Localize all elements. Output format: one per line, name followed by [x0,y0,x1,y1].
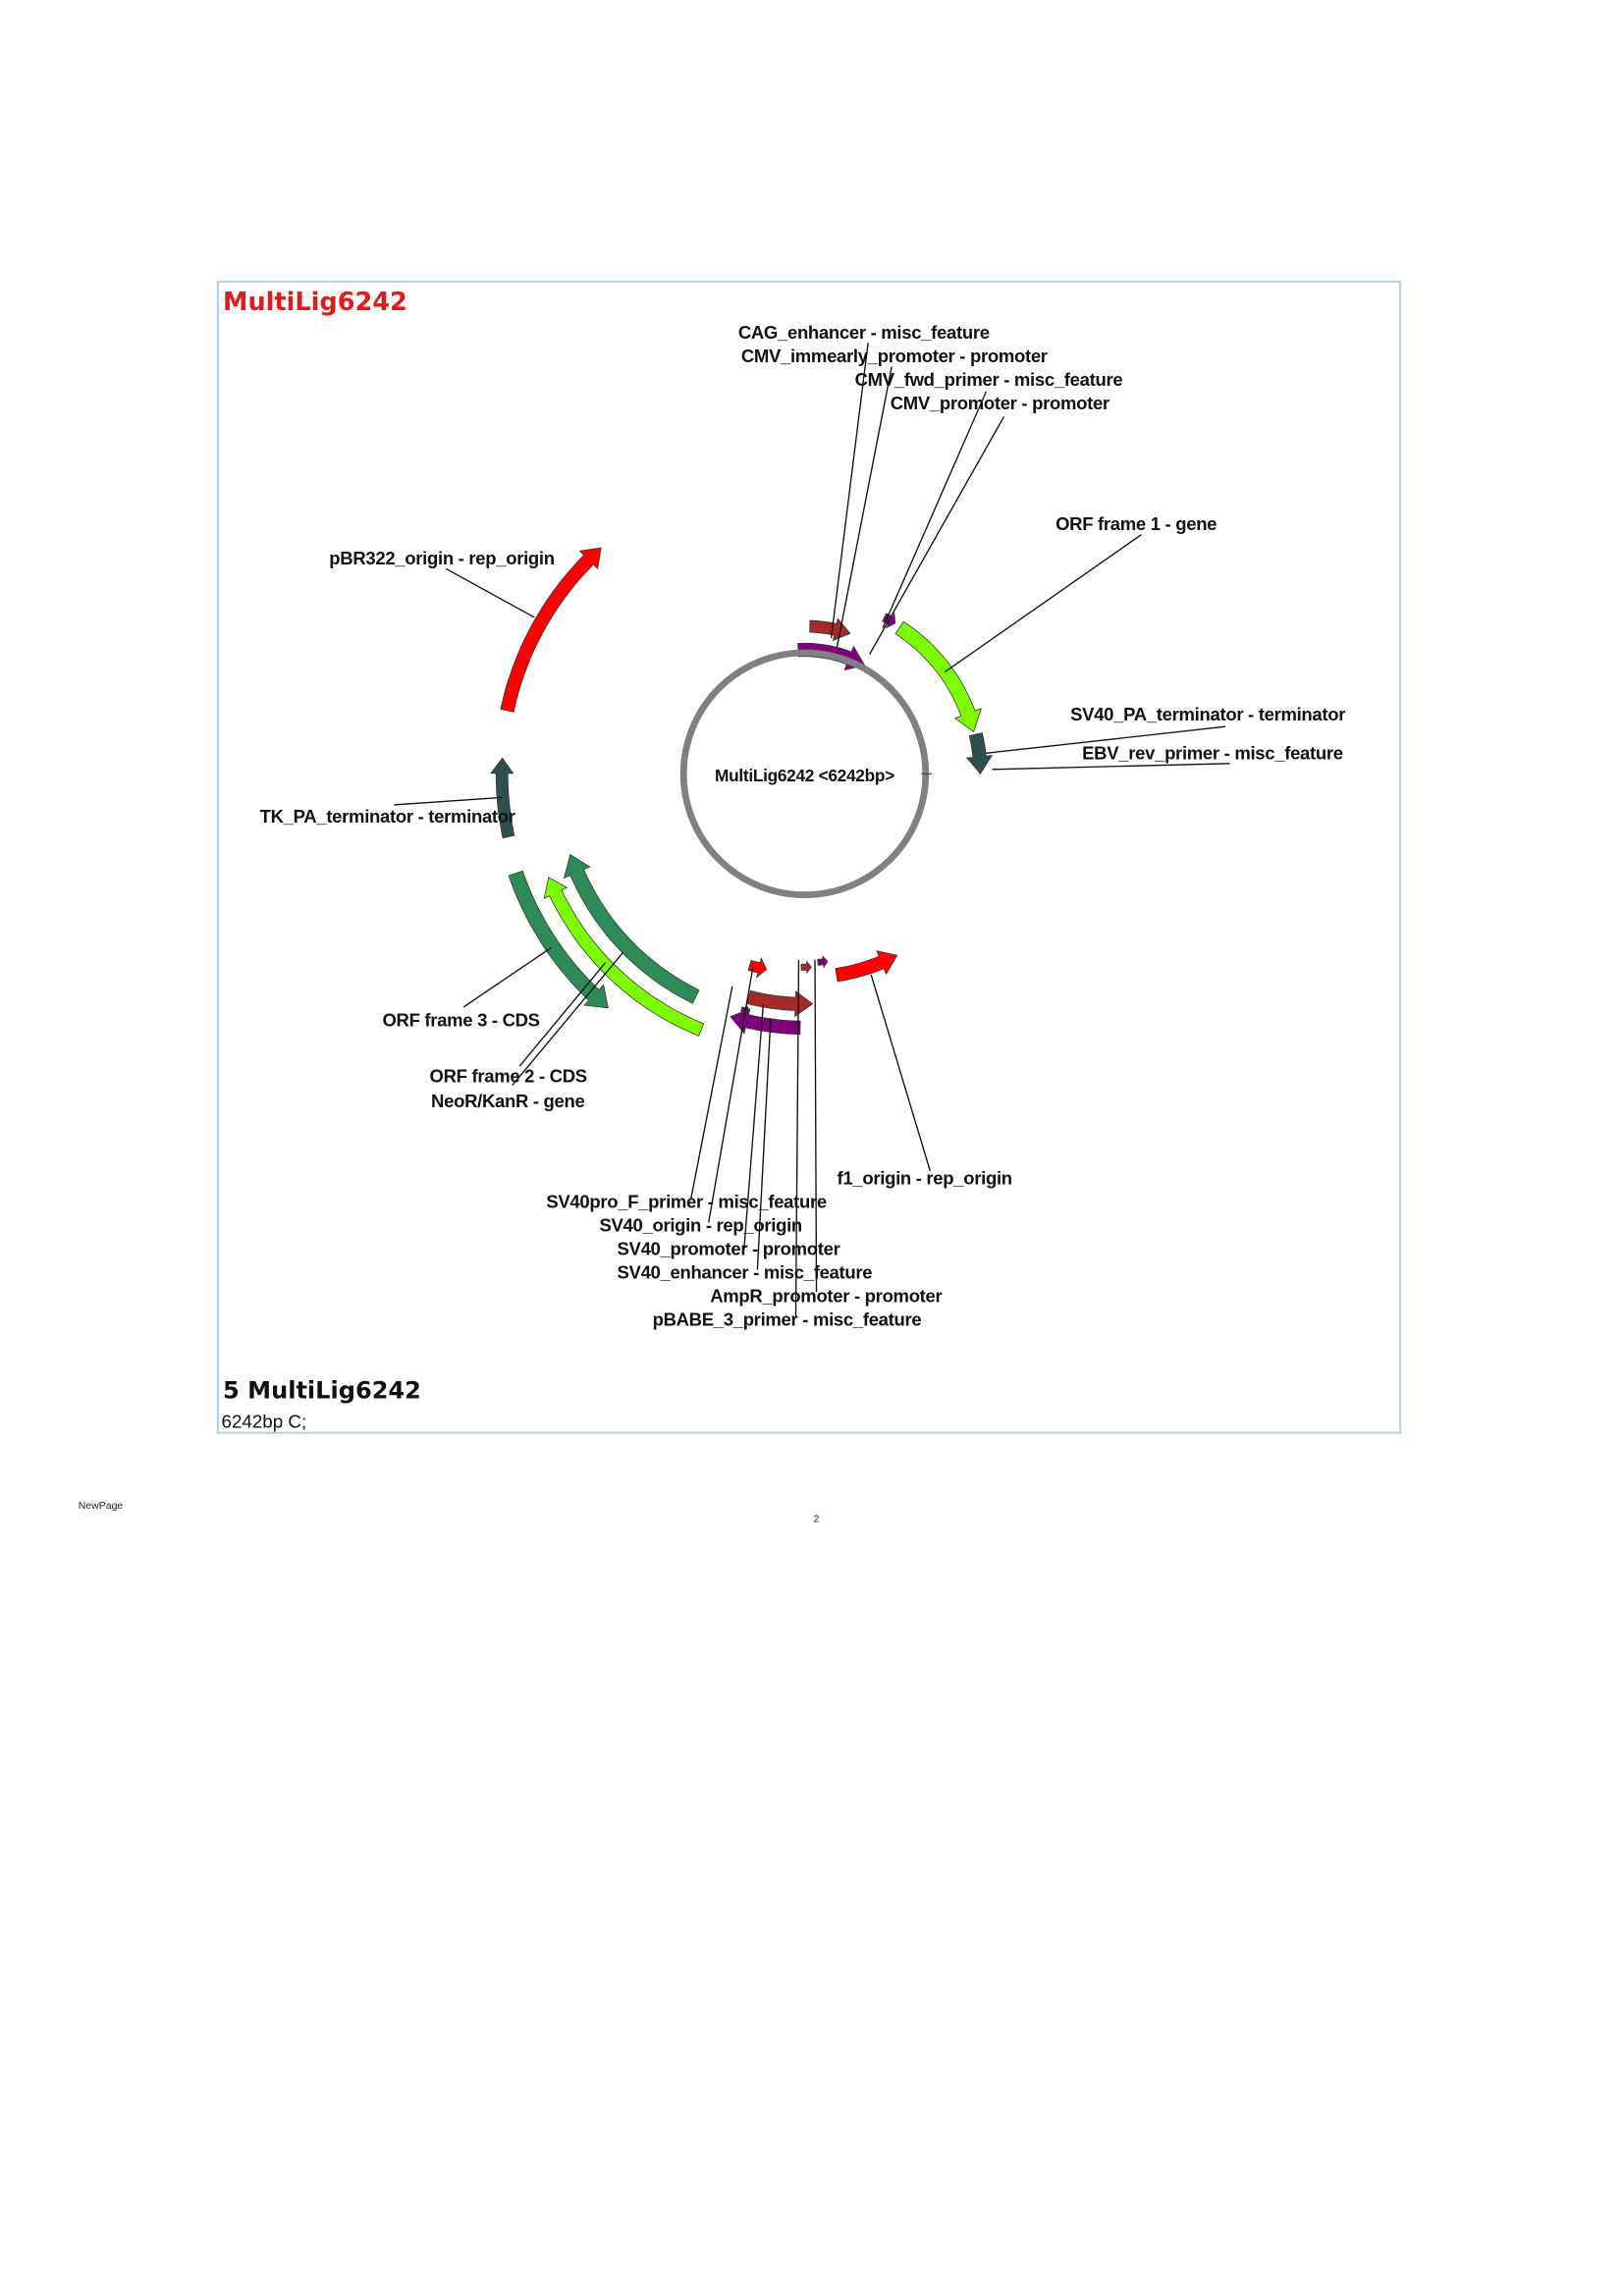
leader-line [944,534,1142,673]
feature-label: CMV_fwd_primer - misc_feature [855,369,1123,390]
page-number: 2 [814,1514,820,1525]
feature-label: f1_origin - rep_origin [838,1167,1012,1188]
map-footer-info: 6242bp C; [222,1411,307,1431]
leader-line [992,763,1230,771]
pbabe-3-primer-arc [817,955,829,969]
ampr-promoter-arc [800,960,812,975]
sv40-promoter-arc [746,989,814,1018]
feature-label: AmpR_promoter - promoter [710,1286,942,1307]
feature-label: pBR322_origin - rep_origin [329,548,554,568]
feature-label: ORF frame 3 - CDS [382,1009,539,1030]
feature-label: ORF frame 1 - gene [1056,513,1217,534]
feature-arcs [490,547,994,1037]
map-title: MultiLig6242 [223,288,407,317]
leader-line [462,947,552,1008]
leader-line [814,959,818,1293]
feature-label: pBABE_3_primer - misc_feature [653,1309,922,1330]
orf-frame-1-arc [894,620,982,733]
leader-line [743,1003,765,1250]
leader-line [794,959,800,1317]
feature-label: SV40_PA_terminator - terminator [1070,704,1345,724]
feature-labels: CAG_enhancer - misc_feature CMV_immearly… [260,322,1346,1330]
sv40-pa-terminator-arc [965,732,994,774]
feature-label: EBV_rev_primer - misc_feature [1082,742,1343,763]
leader-line [445,567,535,618]
leader-line [986,725,1226,754]
sv40-enhancer-arc [730,1008,801,1036]
leader-line [394,796,503,806]
map-frame [216,280,1402,1434]
feature-label: SV40_promoter - promoter [618,1239,840,1259]
leader-line [690,986,733,1200]
f1-origin-arc [835,950,898,983]
feature-label: CMV_immearly_promoter - promoter [741,346,1048,366]
orf-frame-2-arc [543,877,705,1037]
leader-line [870,974,931,1172]
leader-line [882,391,988,628]
feature-label: ORF frame 2 - CDS [430,1066,587,1087]
leader-line [708,967,754,1223]
cag-enhancer-arc [809,617,851,642]
feature-label: TK_PA_terminator - terminator [260,806,515,827]
orf-frame-3-arc [508,870,609,1009]
tk-pa-terminator-arc [490,757,515,839]
leader-line [512,951,624,1087]
leader-line [830,343,869,639]
pbr322-origin-arc [500,547,602,713]
neor-kanr-arc [563,853,700,1004]
feature-label: SV40_origin - rep_origin [599,1214,801,1235]
feature-label: NeoR/KanR - gene [431,1091,584,1111]
leader-line [836,366,893,648]
sv40-origin-arc [747,956,768,979]
leader-line [756,1018,772,1270]
leader-line [518,962,607,1067]
feature-label: SV40_enhancer - misc_feature [618,1262,873,1283]
feature-label: CAG_enhancer - misc_feature [738,322,990,343]
map-footer-title: 5 MultiLig6242 [223,1376,421,1404]
page-footer-left: NewPage [79,1500,124,1512]
feature-label: CMV_promoter - promoter [891,393,1110,413]
plasmid-center-label: MultiLig6242 <6242bp> [715,766,894,785]
feature-label: SV40pro_F_primer - misc_feature [546,1191,827,1211]
leader-lines [394,343,1230,1317]
leader-line [869,416,1005,655]
